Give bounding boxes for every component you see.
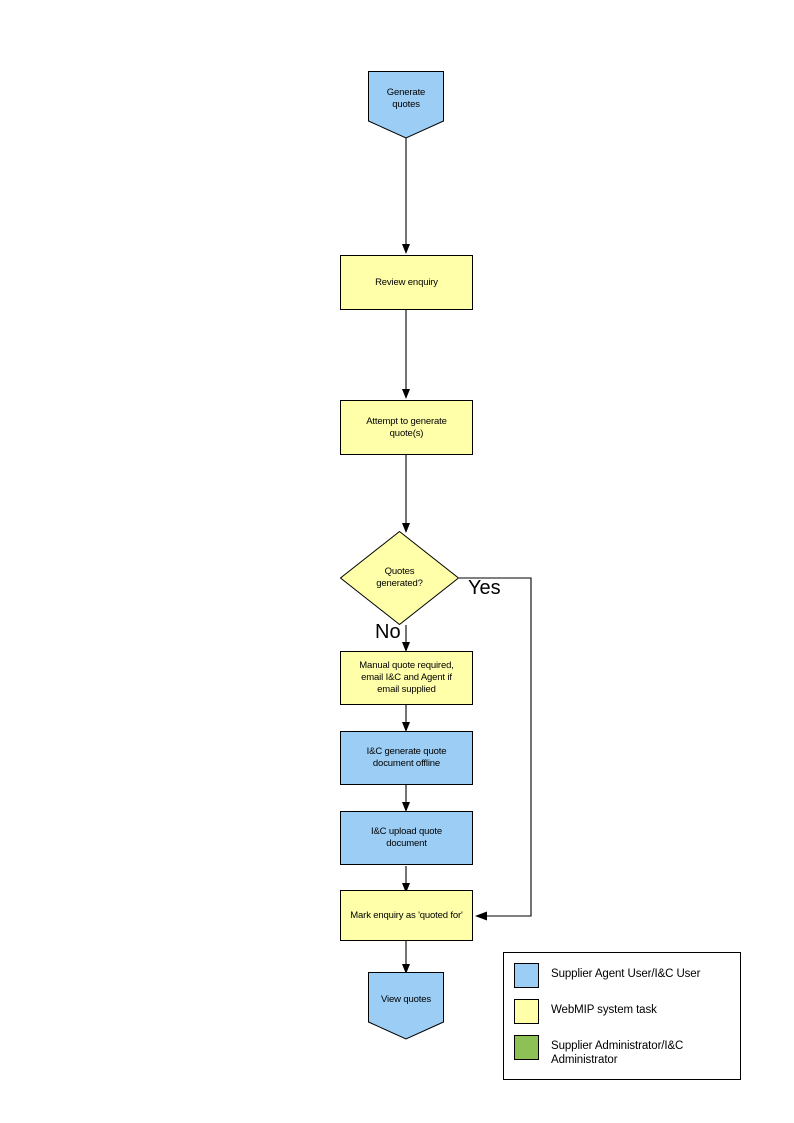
node-label-line: View quotes [381, 994, 431, 1005]
node-ic-upload-quote-document[interactable]: I&C upload quote document [340, 811, 473, 865]
edge-yes-to-mark [459, 577, 532, 921]
node-label-line: Review enquiry [375, 276, 438, 288]
node-manual-quote-required[interactable]: Manual quote required, email I&C and Age… [340, 651, 473, 705]
node-label: I&C generate quote document offline [367, 746, 447, 770]
node-quotes-generated-decision[interactable]: Quotes generated? [340, 531, 459, 625]
legend-item-supplier-administrator: Supplier Administrator/I&C Administrator [514, 1035, 732, 1067]
node-label-line: email supplied [377, 684, 436, 695]
node-label: Mark enquiry as 'quoted for' [350, 909, 463, 922]
node-label-line: I&C generate quote [366, 746, 447, 757]
node-label-line: Mark enquiry as 'quoted for' [350, 909, 463, 921]
legend-swatch-blue [514, 963, 539, 988]
node-label-line: Generate [386, 87, 426, 98]
legend-item-supplier-agent-user: Supplier Agent User/I&C User [514, 963, 732, 988]
node-label-line: quote(s) [389, 427, 424, 439]
branch-label-no: No [375, 621, 401, 643]
node-mark-enquiry-quoted-for[interactable]: Mark enquiry as 'quoted for' [340, 890, 473, 941]
node-label: I&C upload quote document [371, 826, 442, 850]
node-label-line: document offline [372, 758, 441, 769]
node-label-line: Quotes [384, 566, 415, 577]
legend-panel: Supplier Agent User/I&C User WebMIP syst… [503, 952, 741, 1080]
node-label-line: quotes [392, 99, 420, 110]
node-label-line: Manual quote required, [359, 660, 454, 671]
legend-label: WebMIP system task [551, 1004, 657, 1016]
node-label-line: I&C upload quote [370, 826, 443, 837]
diamond-shape-quotes-generated [340, 531, 459, 625]
pentagon-shape-generate-quotes [368, 71, 444, 139]
node-ic-generate-quote-document[interactable]: I&C generate quote document offline [340, 731, 473, 785]
node-label-line: email I&C and Agent if [361, 672, 452, 683]
legend-label: Supplier Agent User/I&C User [551, 968, 701, 980]
node-label: Attempt to generate quote(s) [366, 416, 447, 440]
node-generate-quotes[interactable]: Generate quotes [368, 71, 444, 139]
legend-swatch-yellow [514, 999, 539, 1024]
node-review-enquiry[interactable]: Review enquiry [340, 255, 473, 310]
node-attempt-generate-quotes[interactable]: Attempt to generate quote(s) [340, 400, 473, 455]
node-view-quotes[interactable]: View quotes [368, 972, 444, 1040]
node-label-line: document [386, 838, 427, 849]
node-label-line: Attempt to generate [366, 415, 447, 427]
legend-swatch-green [514, 1035, 539, 1060]
branch-label-yes: Yes [468, 577, 501, 599]
pentagon-shape-view-quotes [368, 972, 444, 1040]
node-label-line: generated? [376, 578, 423, 589]
node-label: Review enquiry [375, 277, 438, 289]
legend-label: Supplier Administrator/I&C Administrator [551, 1040, 684, 1066]
node-label: Manual quote required, email I&C and Age… [359, 660, 454, 696]
legend-item-webmip-system-task: WebMIP system task [514, 999, 732, 1024]
